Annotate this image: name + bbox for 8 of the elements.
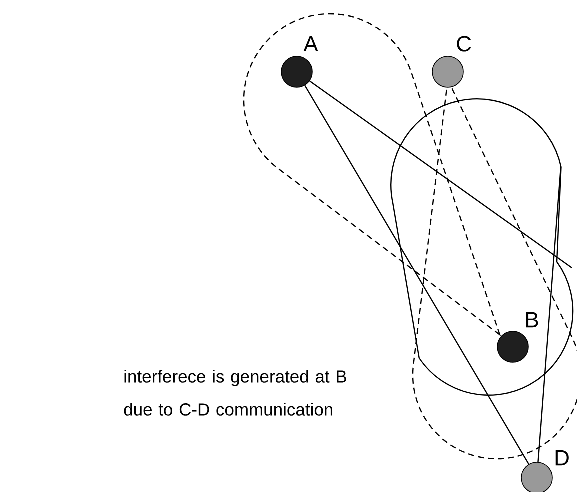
line	[304, 85, 530, 465]
line	[538, 166, 562, 462]
node-label: D	[556, 450, 569, 466]
annotation: interferece is generated at B due to C-D communication	[124, 370, 346, 416]
node-label: A	[304, 36, 318, 52]
node-label: B	[526, 312, 538, 328]
node-label: C	[457, 36, 472, 52]
line	[310, 80, 572, 268]
